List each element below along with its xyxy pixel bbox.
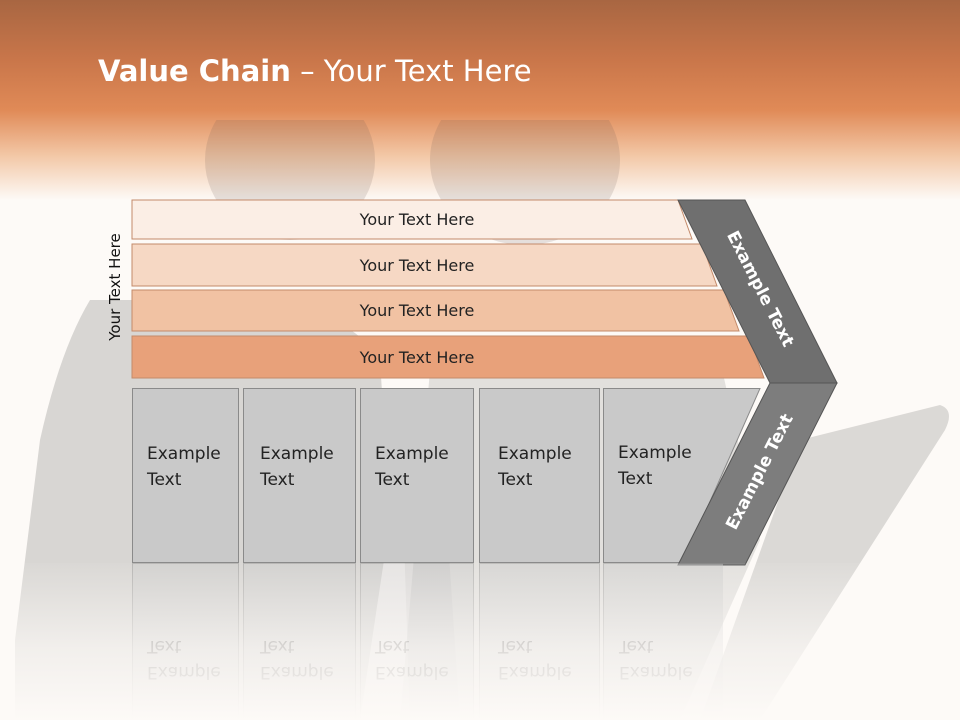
band-label: Your Text Here (359, 347, 475, 367)
cell-4: Example Text (479, 388, 600, 563)
band-label: Your Text Here (359, 210, 475, 229)
side-label: Your Text Here (106, 233, 124, 341)
band-label: Your Text Here (359, 255, 475, 275)
cell-text: Example Text (147, 444, 221, 490)
reflection-fade (0, 563, 960, 720)
cell-2: Example Text (243, 388, 356, 563)
slide-title: Value Chain – Your Text Here (98, 54, 532, 88)
cell-text: Example Text (618, 443, 692, 489)
band-label: Your Text Here (359, 301, 475, 320)
cell-text: Example Text (498, 444, 572, 490)
cell-text: Example Text (260, 444, 334, 490)
header-band (0, 0, 960, 200)
cell-text: Example Text (375, 444, 449, 490)
chevron: Example Text Example Text (677, 199, 838, 566)
cell-3: Example Text (360, 388, 474, 563)
cell-1: Example Text (132, 388, 239, 563)
